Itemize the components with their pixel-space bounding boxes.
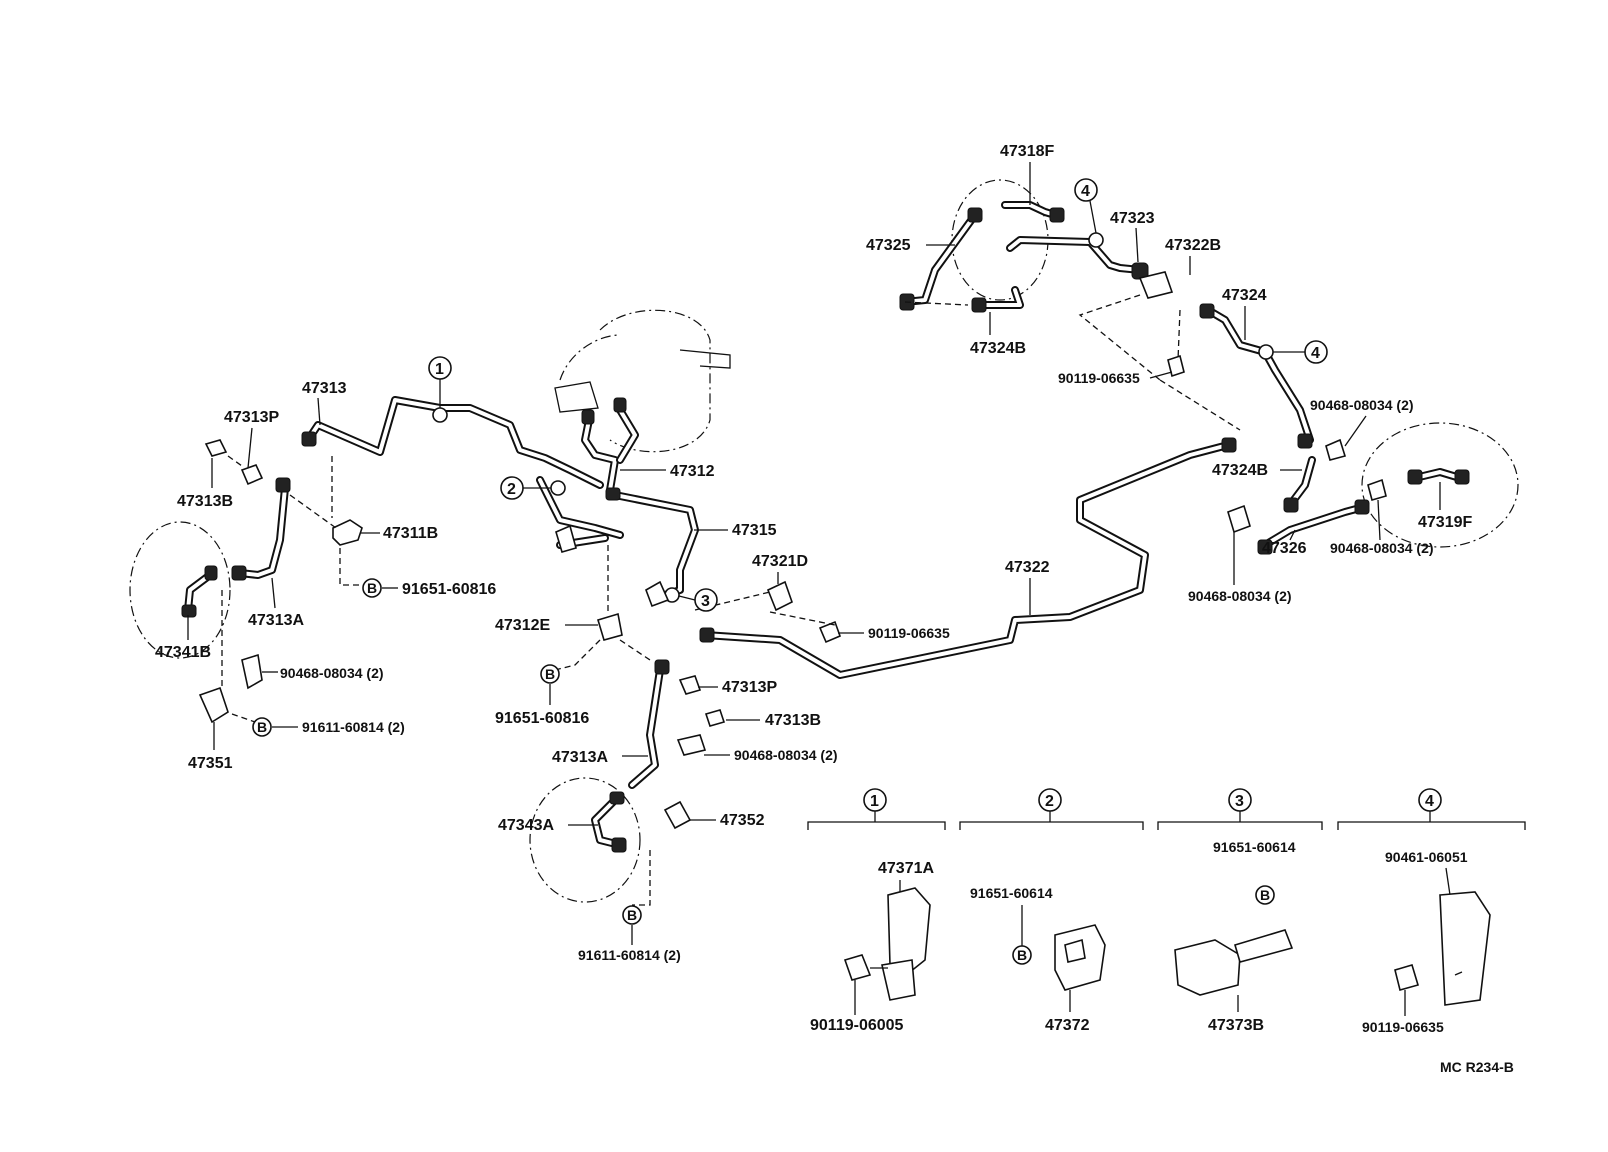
label-47324: 47324 bbox=[1222, 287, 1267, 304]
part-labels: 47313 47313P 47313B 47311B B 91651-60816… bbox=[155, 143, 1472, 963]
drawing-code: MC R234-B bbox=[1440, 1059, 1514, 1075]
label-91651-60614-g2: 91651-60614 bbox=[970, 885, 1053, 901]
bolt-marker-b bbox=[622, 905, 642, 925]
detail-group-4: 4 90461-06051 90119-06635 bbox=[1337, 788, 1526, 1035]
label-47371a: 47371A bbox=[878, 860, 934, 877]
detail-group-2: 2 91651-60614 B 47372 bbox=[959, 788, 1144, 1034]
label-47315: 47315 bbox=[732, 522, 777, 539]
label-47325: 47325 bbox=[866, 237, 911, 254]
label-47313p-mid: 47313P bbox=[722, 679, 777, 696]
label-47324b-top: 47324B bbox=[970, 340, 1026, 357]
label-90119-06635-mid: 90119-06635 bbox=[868, 625, 950, 641]
label-91611-mid: 91611-60814 (2) bbox=[578, 947, 681, 963]
label-47326: 47326 bbox=[1262, 540, 1307, 557]
label-91611-left: 91611-60814 (2) bbox=[302, 719, 405, 735]
front-left-wheel-outline bbox=[129, 521, 231, 659]
label-91651-60614-g3: 91651-60614 bbox=[1213, 839, 1296, 855]
label-47373b: 47373B bbox=[1208, 1017, 1264, 1034]
label-47323: 47323 bbox=[1110, 210, 1155, 227]
label-47313p-left: 47313P bbox=[224, 409, 279, 426]
bolt-marker-b-text: B bbox=[545, 666, 555, 682]
label-47324b-right: 47324B bbox=[1212, 462, 1268, 479]
label-47313a-left: 47313A bbox=[248, 612, 304, 629]
label-47312e: 47312E bbox=[495, 617, 550, 634]
label-47351: 47351 bbox=[188, 755, 233, 772]
label-90461-06051: 90461-06051 bbox=[1385, 849, 1468, 865]
label-47313: 47313 bbox=[302, 380, 347, 397]
label-47311b: 47311B bbox=[383, 525, 438, 542]
label-47318f: 47318F bbox=[1000, 143, 1054, 160]
detail-4-number: 4 bbox=[1425, 793, 1434, 810]
bolt-marker-b-text: B bbox=[257, 719, 267, 735]
callout-2: 2 bbox=[507, 481, 516, 498]
label-91651-60816-left: 91651-60816 bbox=[402, 581, 496, 598]
bolt-marker-b-text: B bbox=[1260, 887, 1270, 903]
label-90468-right1: 90468-08034 (2) bbox=[1310, 397, 1414, 413]
bolt-marker-b-text: B bbox=[1017, 947, 1027, 963]
label-90468-right3: 90468-08034 (2) bbox=[1188, 588, 1292, 604]
label-90119-06635-top: 90119-06635 bbox=[1058, 370, 1140, 386]
label-90119-06005: 90119-06005 bbox=[810, 1017, 904, 1034]
detail-2-number: 2 bbox=[1045, 793, 1054, 810]
bolt-marker-b bbox=[362, 578, 382, 598]
label-47322b: 47322B bbox=[1165, 237, 1221, 254]
callout-1: 1 bbox=[435, 361, 444, 378]
label-90468-mid: 90468-08034 (2) bbox=[734, 747, 838, 763]
label-47313b-mid: 47313B bbox=[765, 712, 821, 729]
label-90468-right2: 90468-08034 (2) bbox=[1330, 540, 1434, 556]
brake-booster bbox=[554, 309, 731, 453]
bolt-marker-b-text: B bbox=[627, 907, 637, 923]
label-47322: 47322 bbox=[1005, 559, 1050, 576]
label-91651-60816-mid: 91651-60816 bbox=[495, 710, 589, 727]
label-47343a: 47343A bbox=[498, 817, 554, 834]
detail-1-number: 1 bbox=[870, 793, 879, 810]
label-47352: 47352 bbox=[720, 812, 765, 829]
clamps-and-brackets bbox=[198, 271, 1387, 830]
detail-group-3: 3 91651-60614 B 47373B bbox=[1157, 788, 1323, 1034]
dashed-leaders bbox=[221, 294, 1241, 906]
bolt-marker-b bbox=[540, 664, 560, 684]
detail-3-number: 3 bbox=[1235, 793, 1244, 810]
label-47319f: 47319F bbox=[1418, 514, 1472, 531]
front-right-wheel-outline bbox=[1361, 422, 1519, 548]
label-47341b: 47341B bbox=[155, 644, 211, 661]
label-47313a-mid: 47313A bbox=[552, 749, 608, 766]
bolt-marker-b bbox=[252, 717, 272, 737]
callout-4: 4 bbox=[1311, 345, 1320, 362]
label-90119-06635-g4: 90119-06635 bbox=[1362, 1019, 1444, 1035]
label-47321d: 47321D bbox=[752, 553, 808, 570]
label-47313b-left: 47313B bbox=[177, 493, 233, 510]
label-47372: 47372 bbox=[1045, 1017, 1090, 1034]
callout-3: 3 bbox=[701, 593, 710, 610]
detail-group-1: 1 47371A 90119-06005 bbox=[807, 788, 946, 1034]
label-47312: 47312 bbox=[670, 463, 715, 480]
rear-left-wheel-outline bbox=[529, 777, 641, 903]
bolt-marker-b-text: B bbox=[367, 580, 377, 596]
callout-markers: 1 2 3 4 4 bbox=[428, 178, 1328, 612]
label-90468-left: 90468-08034 (2) bbox=[280, 665, 384, 681]
bolt-marker-b bbox=[1255, 885, 1275, 905]
callout-4: 4 bbox=[1081, 183, 1090, 200]
pipe-fittings bbox=[181, 207, 1470, 853]
